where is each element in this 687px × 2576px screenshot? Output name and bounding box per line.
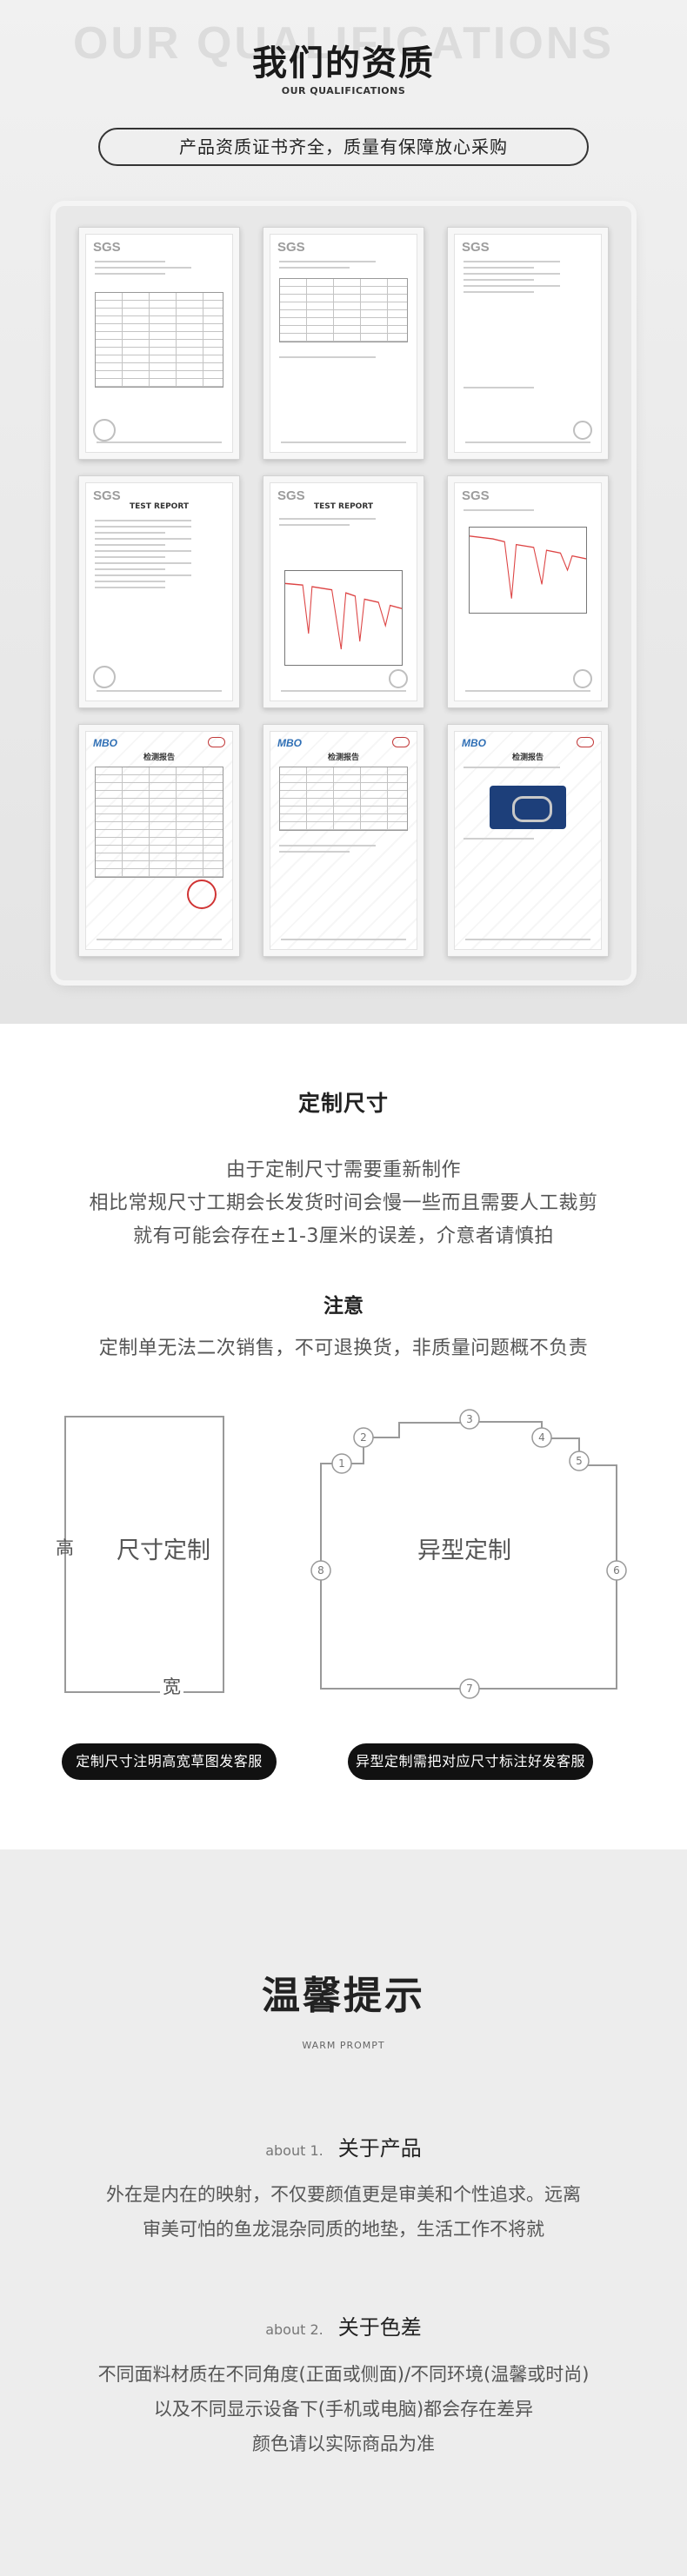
spectrum-chart — [469, 527, 587, 614]
report-title: 检测报告 — [511, 754, 544, 762]
size-diagrams: 1 2 3 4 5 6 7 8 — [64, 1409, 627, 1699]
sgs-logo: SGS — [277, 488, 305, 503]
notice-title: 注意 — [323, 1295, 364, 1318]
report-title: TEST REPORT — [313, 502, 374, 511]
rect-diagram-outline — [64, 1416, 224, 1693]
irregular-diagram-outline — [320, 1421, 617, 1690]
seal-icon — [389, 669, 408, 688]
warm-prompt-subtitle: WARM PROMPT — [302, 2040, 385, 2051]
sgs-logo: SGS — [462, 240, 490, 255]
about-product-heading: about 1. 关于产品 — [0, 2131, 687, 2161]
custom-size-line-2: 相比常规尺寸工期会长发货时间会慢一些而且需要人工裁剪 — [89, 1192, 598, 1214]
report-title: 检测报告 — [143, 754, 175, 762]
seal-icon — [93, 419, 116, 442]
about-color-line-3: 颜色请以实际商品为准 — [252, 2433, 435, 2454]
seal-icon — [93, 666, 116, 688]
qualifications-title: 我们的资质 — [252, 43, 435, 83]
height-label: 高 — [56, 1537, 74, 1558]
certificate-7[interactable]: MBO 检测报告 — [78, 724, 240, 957]
custom-size-line-1: 由于定制尺寸需要重新制作 — [225, 1159, 461, 1181]
marker-1: 1 — [338, 1457, 345, 1470]
mbo-logo: MBO — [93, 737, 117, 749]
about-color-line-2: 以及不同显示设备下(手机或电脑)都会存在差异 — [153, 2399, 534, 2420]
seal-icon — [573, 669, 592, 688]
about-product-text: 外在是内在的映射，不仅要颜值更是审美和个性追求。远离 审美可怕的鱼龙混杂同质的地… — [0, 2177, 687, 2247]
notice-text: 定制单无法二次销售，不可退换货，非质量问题概不负责 — [98, 1338, 589, 1359]
certificate-5[interactable]: SGS TEST REPORT — [263, 475, 424, 708]
report-title: 检测报告 — [327, 754, 359, 762]
spectrum-chart — [284, 570, 403, 666]
irregular-diagram-label: 异型定制 — [417, 1537, 511, 1564]
qualifications-slogan: 产品资质证书齐全，质量有保障放心采购 — [98, 128, 589, 166]
marker-8: 8 — [317, 1564, 324, 1577]
sgs-logo: SGS — [93, 488, 121, 503]
about-name: 关于产品 — [337, 2136, 422, 2161]
seal-icon — [573, 421, 592, 440]
custom-size-title: 定制尺寸 — [297, 1091, 389, 1116]
mbo-logo: MBO — [277, 737, 302, 749]
rect-diagram-label: 尺寸定制 — [117, 1537, 210, 1564]
marker-7: 7 — [466, 1683, 473, 1695]
warm-prompt-section: 温馨提示 WARM PROMPT about 1. 关于产品 外在是内在的映射，… — [0, 1849, 687, 2576]
marker-5: 5 — [576, 1455, 583, 1467]
cma-badge-icon — [208, 737, 225, 747]
about-tag: about 1. — [265, 2142, 323, 2159]
about-tag: about 2. — [265, 2321, 323, 2338]
marker-4: 4 — [538, 1431, 545, 1444]
report-title: TEST REPORT — [129, 502, 190, 511]
about-color-text: 不同面料材质在不同角度(正面或侧面)/不同环境(温馨或时尚) 以及不同显示设备下… — [0, 2357, 687, 2461]
cma-badge-icon — [392, 737, 410, 747]
qualifications-section: OUR QUALIFICATIONS 我们的资质 OUR QUALIFICATI… — [0, 0, 687, 1024]
certificate-frame: SGS SGS — [56, 206, 631, 980]
certificate-9[interactable]: MBO 检测报告 — [447, 724, 609, 957]
certificate-1[interactable]: SGS — [78, 227, 240, 460]
contact-service-irregular-button[interactable]: 异型定制需把对应尺寸标注好发客服 — [348, 1743, 593, 1780]
cma-badge-icon — [577, 737, 594, 747]
qualifications-subtitle: OUR QUALIFICATIONS — [281, 85, 406, 96]
red-seal-icon — [187, 880, 217, 909]
sgs-logo: SGS — [93, 240, 121, 255]
custom-size-section: 定制尺寸 由于定制尺寸需要重新制作 相比常规尺寸工期会长发货时间会慢一些而且需要… — [0, 1024, 687, 1849]
certificate-4[interactable]: SGS TEST REPORT — [78, 475, 240, 708]
marker-2: 2 — [360, 1431, 367, 1444]
about-color-heading: about 2. 关于色差 — [0, 2310, 687, 2340]
about-name: 关于色差 — [337, 2315, 422, 2340]
sgs-logo: SGS — [462, 488, 490, 503]
certificate-3[interactable]: SGS — [447, 227, 609, 460]
contact-service-rect-button[interactable]: 定制尺寸注明高宽草图发客服 — [62, 1743, 277, 1780]
sample-photo — [490, 786, 566, 829]
about-product-line-1: 外在是内在的映射，不仅要颜值更是审美和个性追求。远离 — [106, 2184, 581, 2205]
certificate-8[interactable]: MBO 检测报告 — [263, 724, 424, 957]
qualifications-bg-title: OUR QUALIFICATIONS — [72, 18, 615, 69]
marker-3: 3 — [466, 1413, 473, 1425]
certificate-2[interactable]: SGS — [263, 227, 424, 460]
width-label: 宽 — [160, 1673, 183, 1699]
about-color-line-1: 不同面料材质在不同角度(正面或侧面)/不同环境(温馨或时尚) — [97, 2364, 590, 2385]
mbo-logo: MBO — [462, 737, 486, 749]
custom-size-line-3: 就有可能会存在±1-3厘米的误差，介意者请慎拍 — [133, 1225, 554, 1247]
warm-prompt-title: 温馨提示 — [262, 1974, 425, 2018]
sgs-logo: SGS — [277, 240, 305, 255]
certificate-6[interactable]: SGS — [447, 475, 609, 708]
marker-6: 6 — [613, 1564, 620, 1577]
about-product-line-2: 审美可怕的鱼龙混杂同质的地垫，生活工作不将就 — [143, 2219, 544, 2240]
